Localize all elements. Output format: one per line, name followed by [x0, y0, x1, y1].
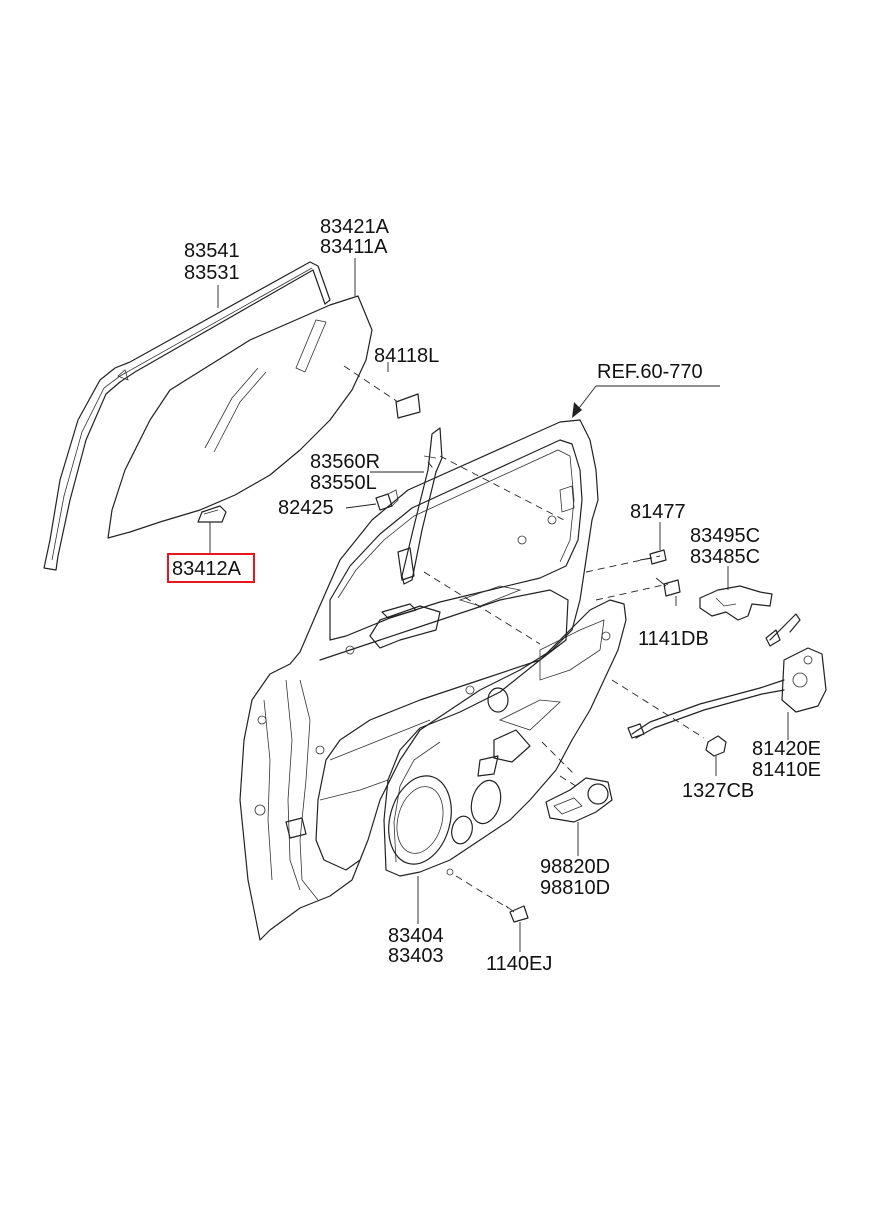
label-83403: 83403	[388, 945, 444, 967]
label-83541: 83541	[184, 240, 240, 262]
label-83412a: 83412A	[172, 558, 242, 580]
reference-lines	[423, 455, 705, 909]
label-83421a: 83421A	[320, 216, 390, 238]
highlight-box	[167, 553, 255, 583]
regulator-motor	[545, 777, 613, 823]
label-83404: 83404	[388, 925, 444, 947]
nut-1327cb	[705, 735, 727, 757]
label-1141db: 1141DB	[638, 628, 709, 650]
bolt-1140ej	[505, 905, 529, 923]
label-81420e: 81420E	[752, 738, 821, 760]
label-83550l: 83550L	[310, 472, 377, 494]
label-1140ej: 1140EJ	[486, 953, 552, 975]
clip-82425	[375, 489, 399, 511]
label-83495c: 83495C	[690, 525, 760, 547]
label-83560r: 83560R	[310, 451, 380, 473]
label-98820d: 98820D	[540, 856, 610, 878]
door-module-panel	[383, 599, 627, 877]
label-98810d: 98810D	[540, 877, 610, 899]
patch-84118l	[343, 365, 421, 419]
label-82425: 82425	[278, 497, 334, 519]
label-81410e: 81410E	[752, 759, 821, 781]
label-84118l: 84118L	[374, 345, 439, 367]
door-latch	[627, 613, 827, 739]
handle-bracket	[699, 585, 773, 621]
bolt-81477	[639, 549, 667, 565]
label-83531: 83531	[184, 262, 240, 284]
bolt-1141db	[655, 577, 681, 597]
leader-lines	[209, 258, 789, 952]
glass-run-channel	[43, 261, 331, 571]
label-81477: 81477	[630, 501, 686, 523]
part-labels: 83541 83531 83421A 83411A 84118L REF.60-…	[172, 216, 821, 975]
label-83411a: 83411A	[320, 236, 388, 258]
label-83485c: 83485C	[690, 546, 760, 568]
label-1327cb: 1327CB	[682, 780, 754, 802]
door-glass	[107, 295, 373, 539]
label-ref-60-770: REF.60-770	[597, 361, 703, 383]
glass-holder-83412a	[197, 505, 227, 523]
regulator-rail	[397, 427, 443, 585]
door-shell	[239, 419, 599, 941]
